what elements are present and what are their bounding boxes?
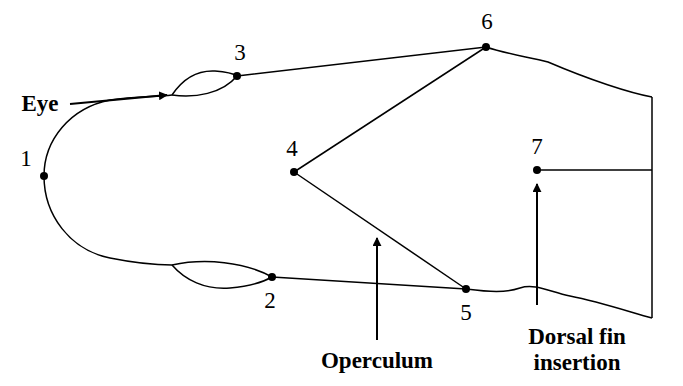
part-label: Operculum [321,348,433,374]
callout-number: 6 [481,9,493,35]
callout-number: 4 [286,136,298,162]
callout-number: 7 [531,134,543,160]
callout-number: 1 [20,146,32,172]
callout-number: 5 [460,300,472,326]
callout-number: 2 [264,288,276,314]
callout-number: 3 [234,40,246,66]
part-label: Dorsal fin insertion [497,324,657,377]
part-label: Eye [21,91,58,117]
